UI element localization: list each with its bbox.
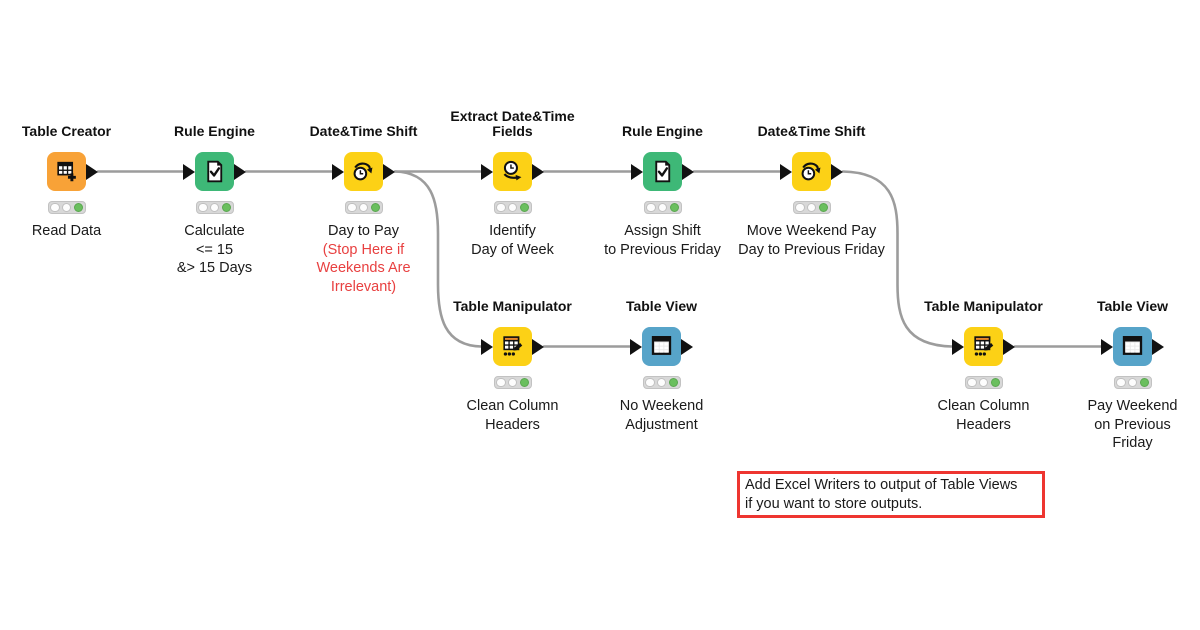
- node-status-traffic-light: [493, 201, 532, 214]
- output-port[interactable]: [831, 163, 843, 180]
- input-port[interactable]: [630, 338, 642, 355]
- input-port[interactable]: [481, 163, 493, 180]
- node-title: Table Creator: [21, 123, 112, 139]
- output-port[interactable]: [682, 163, 694, 180]
- workflow-annotation[interactable]: Add Excel Writers to output of Table Vie…: [737, 471, 1045, 518]
- annotation-line: if you want to store outputs.: [745, 496, 923, 512]
- node-status-traffic-light: [1113, 376, 1152, 389]
- node-label: Read Data: [31, 223, 102, 239]
- datetime-shift-icon[interactable]: [344, 152, 383, 191]
- rule-engine-icon[interactable]: [195, 152, 234, 191]
- node-status-traffic-light: [792, 201, 831, 214]
- node-status-traffic-light: [642, 376, 681, 389]
- connection-datetime-shift-2-to-table-manipulator-2[interactable]: [841, 170, 954, 348]
- node-title: Rule Engine: [174, 123, 255, 139]
- annotation-line: Add Excel Writers to output of Table Vie…: [745, 477, 1018, 493]
- output-port[interactable]: [681, 338, 693, 355]
- output-port[interactable]: [1152, 338, 1164, 355]
- extract-datetime-icon[interactable]: [493, 152, 532, 191]
- input-port[interactable]: [631, 163, 643, 180]
- node-status-traffic-light: [493, 376, 532, 389]
- node-status-traffic-light: [344, 201, 383, 214]
- output-port[interactable]: [1003, 338, 1015, 355]
- node-status-traffic-light: [643, 201, 682, 214]
- node-status-traffic-light: [47, 201, 86, 214]
- output-port[interactable]: [86, 163, 98, 180]
- output-port[interactable]: [532, 163, 544, 180]
- node-title: Table Manipulator: [924, 298, 1043, 314]
- connection-datetime-shift-1-to-table-manipulator-1[interactable]: [393, 170, 483, 348]
- rule-engine-icon[interactable]: [643, 152, 682, 191]
- node-title: Date&Time Shift: [757, 123, 866, 139]
- node-status-traffic-light: [195, 201, 234, 214]
- output-port[interactable]: [234, 163, 246, 180]
- output-port[interactable]: [532, 338, 544, 355]
- output-port[interactable]: [383, 163, 395, 180]
- node-title: Rule Engine: [622, 123, 703, 139]
- node-status-traffic-light: [964, 376, 1003, 389]
- node-title: Table View: [1096, 298, 1169, 314]
- table-view-icon[interactable]: [642, 327, 681, 366]
- node-title: Table View: [625, 298, 698, 314]
- input-port[interactable]: [332, 163, 344, 180]
- node-title: Date&Time Shift: [309, 123, 418, 139]
- input-port[interactable]: [481, 338, 493, 355]
- datetime-shift-icon[interactable]: [792, 152, 831, 191]
- table-manipulator-icon[interactable]: [493, 327, 532, 366]
- table-creator-icon[interactable]: [47, 152, 86, 191]
- node-label: Calculate<= 15&> 15 Days: [176, 223, 253, 276]
- table-manipulator-icon[interactable]: [964, 327, 1003, 366]
- node-title: Table Manipulator: [453, 298, 572, 314]
- input-port[interactable]: [1101, 338, 1113, 355]
- input-port[interactable]: [183, 163, 195, 180]
- table-view-icon[interactable]: [1113, 327, 1152, 366]
- input-port[interactable]: [952, 338, 964, 355]
- input-port[interactable]: [780, 163, 792, 180]
